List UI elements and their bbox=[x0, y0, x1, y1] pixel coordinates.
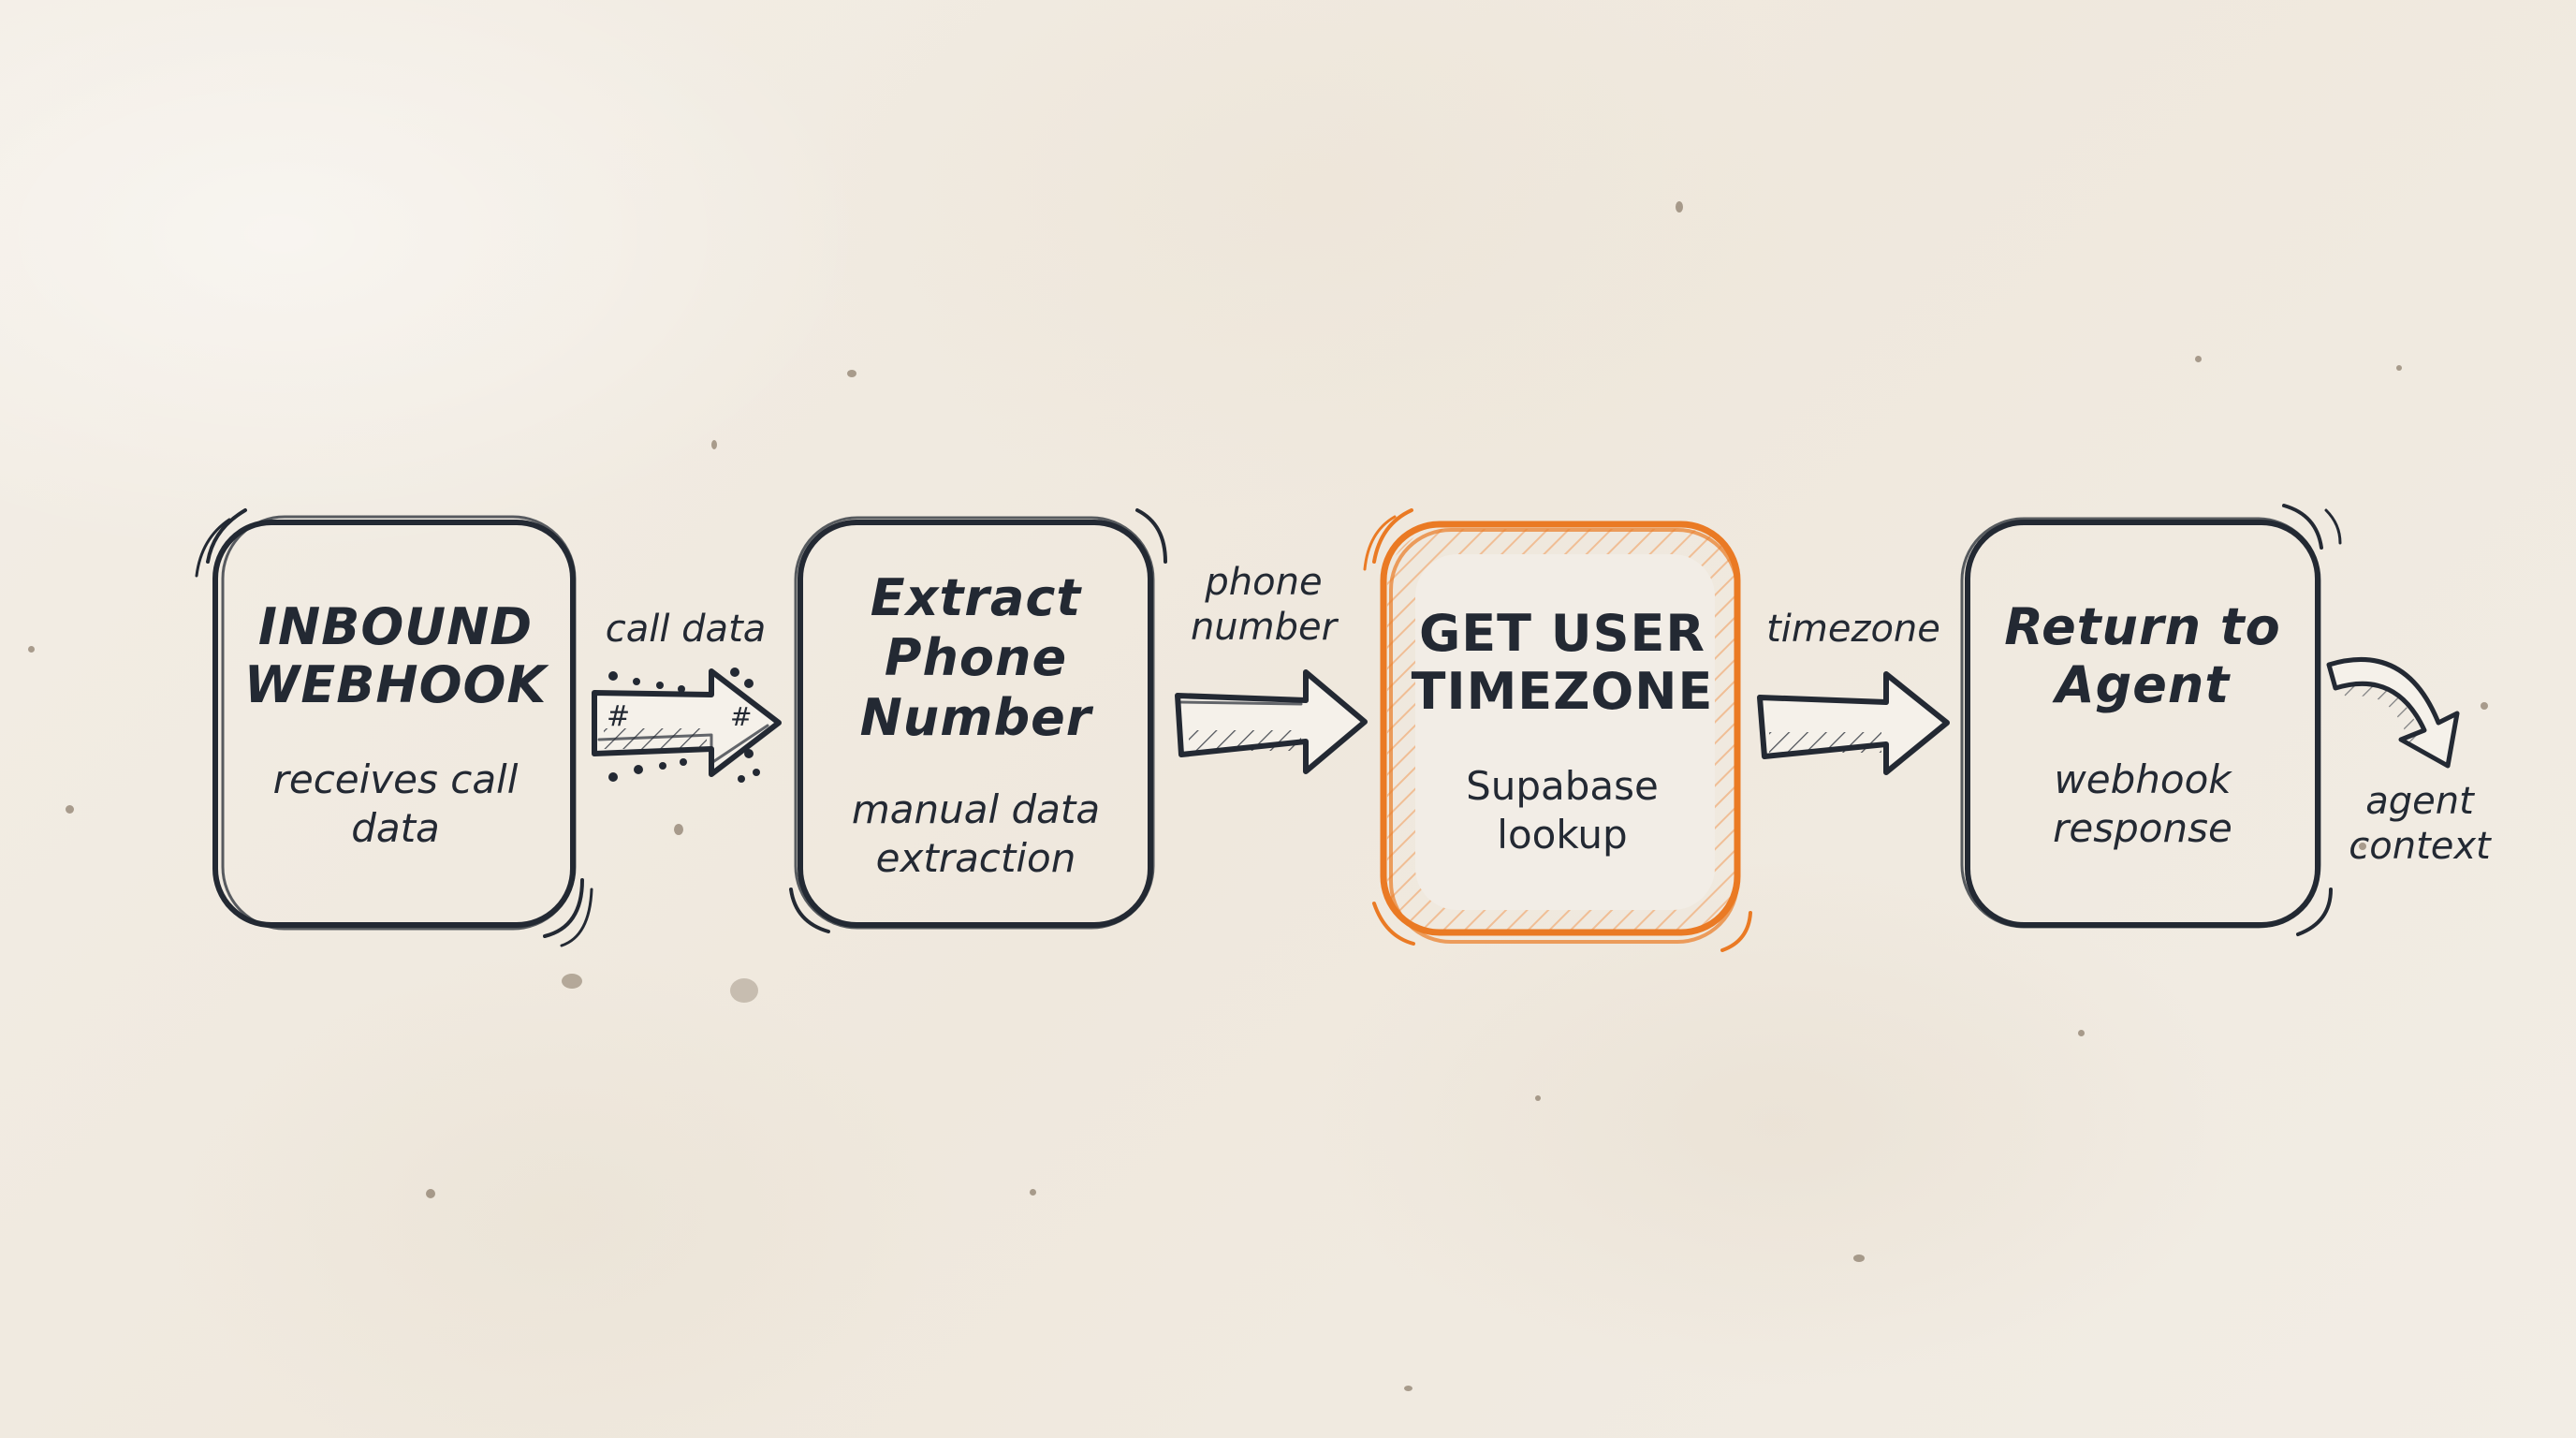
arrow-phone-number bbox=[1175, 669, 1368, 774]
box-outline-return-to-agent bbox=[1960, 504, 2342, 936]
edge-label-phone-number: phone number bbox=[1190, 561, 1338, 649]
arrow-call-data: # # bbox=[592, 668, 782, 783]
svg-text:#: # bbox=[730, 701, 752, 732]
node-title: Return to Agent bbox=[2004, 597, 2281, 714]
node-return-to-agent: Return to Agent webhook response bbox=[1971, 529, 2314, 922]
node-subtitle: manual data extraction bbox=[851, 786, 1101, 881]
box-outline-extract-phone-number bbox=[789, 508, 1167, 933]
svg-text:#: # bbox=[607, 700, 630, 733]
edge-label-call-data: call data bbox=[605, 608, 767, 651]
node-title: INBOUND WEBHOOK bbox=[243, 597, 548, 714]
box-outline-get-user-timezone bbox=[1363, 508, 1752, 952]
node-title: GET USER TIMEZONE bbox=[1411, 604, 1714, 721]
edge-label-timezone: timezone bbox=[1766, 608, 1940, 651]
node-inbound-webhook: INBOUND WEBHOOK receives call data bbox=[225, 529, 566, 922]
curved-arrow-agent-context bbox=[2326, 656, 2460, 769]
node-extract-phone-number: Extract Phone Number manual data extract… bbox=[805, 529, 1147, 922]
node-subtitle: receives call data bbox=[272, 756, 519, 851]
node-title: Extract Phone Number bbox=[859, 568, 1092, 747]
node-subtitle: Supabase lookup bbox=[1466, 763, 1659, 858]
node-subtitle: webhook response bbox=[2053, 756, 2232, 851]
arrow-timezone bbox=[1757, 671, 1950, 775]
node-get-user-timezone: GET USER TIMEZONE Supabase lookup bbox=[1390, 534, 1734, 931]
edge-label-agent-context: agent context bbox=[2349, 780, 2491, 868]
box-outline-inbound-webhook bbox=[195, 508, 593, 947]
